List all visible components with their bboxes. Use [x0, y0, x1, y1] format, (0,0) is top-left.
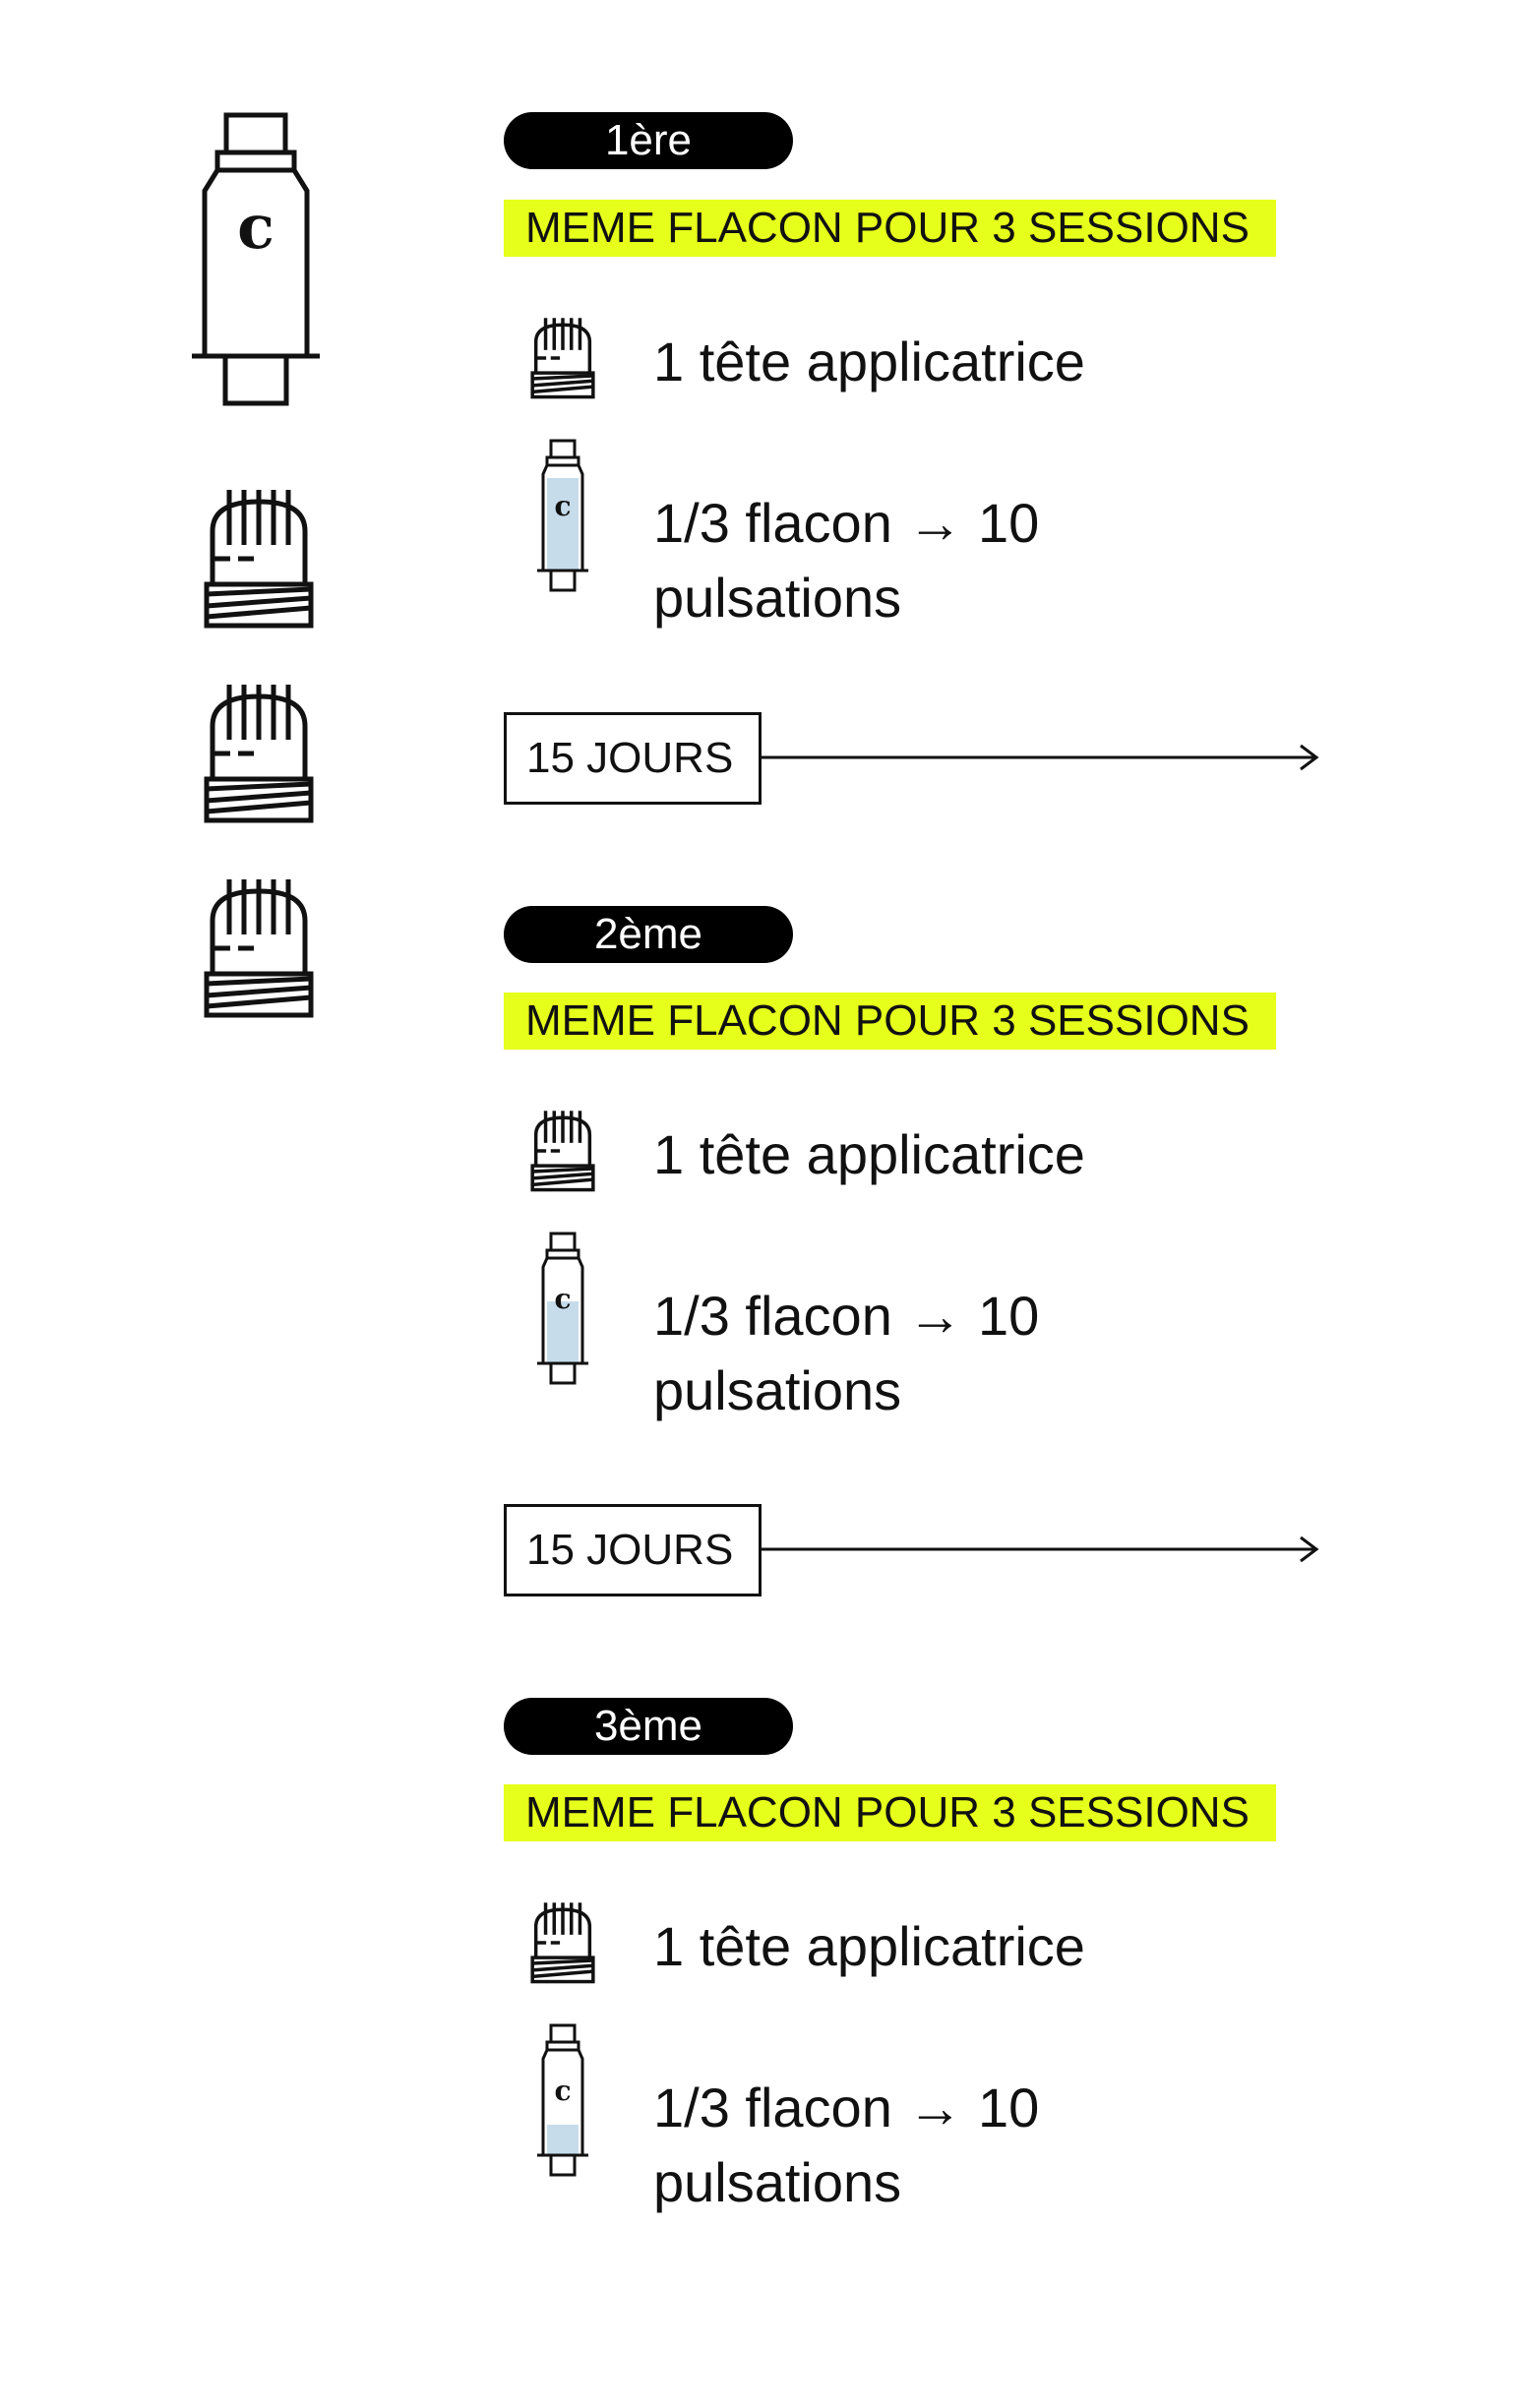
session-banner: MEME FLACON POUR 3 SESSIONS [504, 200, 1276, 257]
flacon-logo: c [554, 1283, 571, 1315]
bottle-logo: c [237, 191, 274, 263]
flacon-logo: c [554, 490, 571, 522]
session-label: 2ème [504, 906, 793, 963]
flacon-text-line1: 1/3 flacon → 10 [653, 2077, 1040, 2138]
session-1: 1ère SESSION MEME FLACON POUR 3 SESSIONS… [0, 0, 1525, 816]
small-applicator-head-icon [530, 318, 595, 399]
interval-box: 15 JOURS [504, 1504, 762, 1596]
small-flacon-icon: c [537, 2023, 588, 2177]
head-text: 1 tête applicatrice [653, 1123, 1085, 1185]
interval-box: 15 JOURS [504, 712, 762, 805]
flacon-fill [547, 1301, 579, 1363]
session-label: 3ème [504, 1698, 793, 1755]
flacon-text-line2: pulsations [653, 1359, 902, 1421]
small-applicator-head-icon [530, 1902, 595, 1984]
arrow-right-icon [762, 1535, 1319, 1563]
flacon-text-line2: pulsations [653, 567, 902, 629]
small-flacon-icon: c [537, 439, 588, 592]
head-text: 1 tête applicatrice [653, 1915, 1085, 1977]
applicator-head-icon [204, 879, 314, 1018]
flacon-logo: c [554, 2075, 571, 2107]
small-flacon-icon: c [537, 1232, 588, 1385]
flacon-text-line2: pulsations [653, 2151, 902, 2213]
small-applicator-head-icon [530, 1111, 595, 1192]
session-banner: MEME FLACON POUR 3 SESSIONS [504, 993, 1276, 1050]
arrow-right-icon [762, 744, 1319, 771]
flacon-fill [547, 2124, 579, 2155]
flacon-text-line1: 1/3 flacon → 10 [653, 1285, 1040, 1347]
session-3: 3ème MEME FLACON POUR 3 SESSIONS 1 tête … [504, 1698, 1276, 2213]
head-text: 1 tête applicatrice [653, 331, 1085, 392]
flacon-text-line1: 1/3 flacon → 10 [653, 492, 1040, 554]
session-2: 2ème MEME FLACON POUR 3 SESSIONS 1 tête … [504, 906, 1319, 1596]
applicator-head-icon [204, 490, 314, 629]
session-banner: MEME FLACON POUR 3 SESSIONS [504, 1784, 1276, 1841]
applicator-head-icon [204, 685, 314, 823]
flacon-fill [547, 478, 579, 571]
large-flacon-icon: c [192, 112, 320, 406]
